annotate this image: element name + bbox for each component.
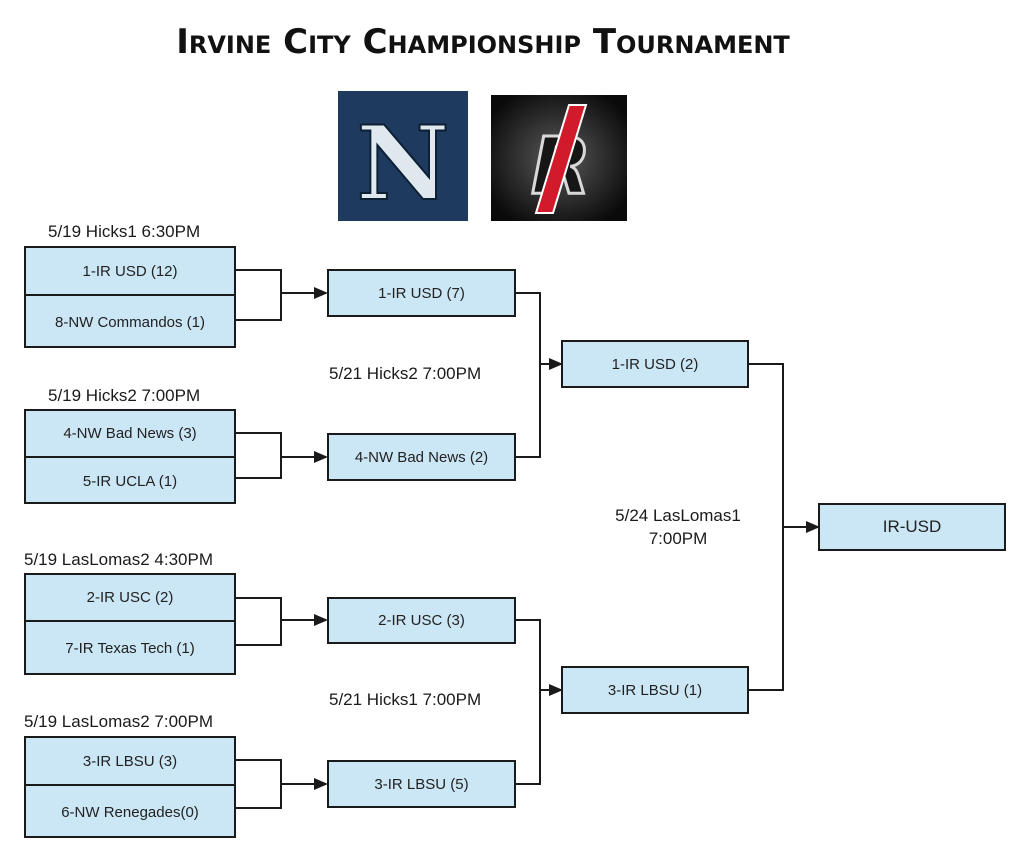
connector-r1-3 [235, 597, 282, 646]
team-slot-bottom: 8-NW Commandos (1) [54, 313, 206, 331]
connector-r1-4 [235, 759, 282, 809]
semi-team-2: 3-IR LBSU (1) [561, 666, 749, 714]
round2-team-1: 1-IR USD (7) [327, 269, 516, 317]
round1-label-2: 5/19 Hicks2 7:00PM [48, 386, 201, 405]
matchup-4: 3-IR LBSU (3) 6-NW Renegades(0) [24, 736, 236, 838]
northwood-logo: N [338, 91, 468, 221]
matchup-1: 1-IR USD (12) 8-NW Commandos (1) [24, 246, 236, 348]
final-label-line2: 7:00PM [648, 529, 708, 548]
irvine-logo: R [491, 95, 627, 221]
team-slot-top: 4-NW Bad News (3) [63, 425, 197, 442]
connector-r2-top [515, 292, 541, 458]
round2-team-4: 3-IR LBSU (5) [327, 760, 516, 808]
page-title: Irvine City Championship Tournament [176, 22, 790, 62]
connector-r1-2 [235, 432, 282, 479]
slot-divider [26, 456, 234, 458]
round1-label-4: 5/19 LasLomas2 7:00PM [24, 712, 214, 731]
final-label: 5/24 LasLomas1 7:00PM [585, 504, 771, 550]
round2-team-2: 4-NW Bad News (2) [327, 433, 516, 481]
slot-divider [26, 620, 234, 622]
team-slot-top: 2-IR USC (2) [86, 589, 174, 606]
semi-team-1: 1-IR USD (2) [561, 340, 749, 388]
matchup-3: 2-IR USC (2) 7-IR Texas Tech (1) [24, 573, 236, 675]
svg-text:N: N [356, 104, 449, 221]
connector-r2-bottom [515, 619, 541, 785]
round1-label-1: 5/19 Hicks1 6:30PM [48, 222, 201, 241]
team-slot-top: 1-IR USD (12) [82, 262, 178, 280]
team-slot-bottom: 5-IR UCLA (1) [82, 472, 178, 490]
round2-label-1: 5/21 Hicks2 7:00PM [329, 364, 482, 383]
connector-r1-1 [235, 269, 282, 321]
champion-box: IR-USD [818, 503, 1006, 551]
slot-divider [26, 784, 234, 786]
round2-label-2: 5/21 Hicks1 7:00PM [329, 690, 482, 709]
slot-divider [26, 294, 234, 296]
round2-team-3: 2-IR USC (3) [327, 597, 516, 644]
team-slot-bottom: 7-IR Texas Tech (1) [65, 640, 195, 657]
team-slot-top: 3-IR LBSU (3) [82, 752, 178, 770]
matchup-2: 4-NW Bad News (3) 5-IR UCLA (1) [24, 409, 236, 504]
final-label-line1: 5/24 LasLomas1 [615, 506, 741, 525]
team-slot-bottom: 6-NW Renegades(0) [61, 803, 199, 821]
round1-label-3: 5/19 LasLomas2 4:30PM [24, 550, 214, 569]
